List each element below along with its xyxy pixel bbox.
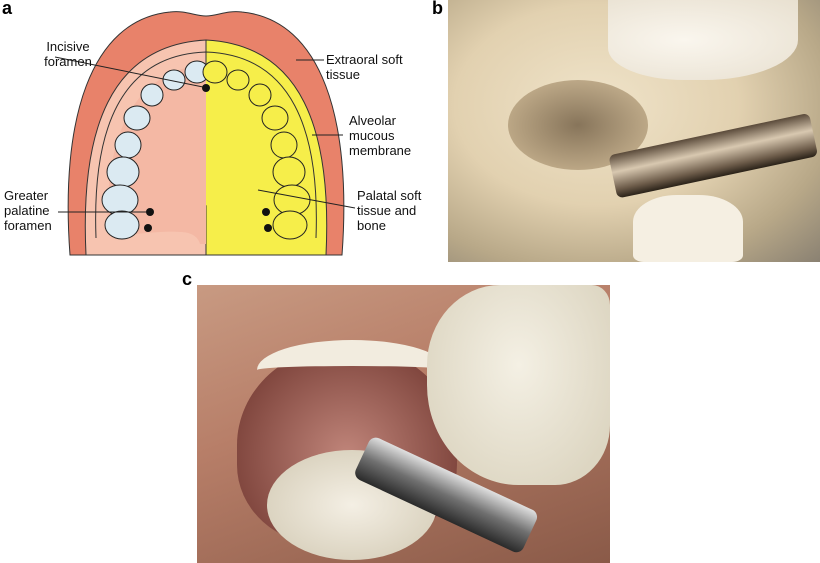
upper-teeth (608, 0, 798, 80)
teeth-right (202, 60, 311, 240)
label-greater-palatine-foramen: Greater palatine foramen (4, 188, 52, 233)
label-palatal-soft-tissue: Palatal soft tissue and bone (357, 188, 422, 233)
panel-a-letter: a (2, 0, 13, 18)
label-extraoral-soft-tissue: Extraoral soft tissue (326, 52, 403, 82)
label-incisive-foramen: Incisive foramen (44, 39, 92, 69)
lower-teeth (633, 195, 743, 262)
palate-right-yellow (206, 64, 300, 230)
skull-injection-photo (448, 0, 820, 262)
label-alveolar-mucous-membrane: Alveolar mucous membrane (349, 113, 412, 158)
teeth-left (101, 60, 210, 240)
panel-b-letter: b (432, 0, 443, 18)
gloved-thumb (427, 285, 610, 485)
incisive-foramen-dot (202, 84, 210, 92)
panel-c-letter: c (182, 269, 193, 289)
greater-palatine-foramen-right (262, 208, 270, 216)
palate-diagram (54, 11, 356, 256)
upper-teeth (257, 340, 447, 400)
leader-lines (54, 56, 356, 213)
greater-palatine-foramen-left (146, 208, 154, 216)
intraoral-injection-photo (197, 285, 610, 563)
